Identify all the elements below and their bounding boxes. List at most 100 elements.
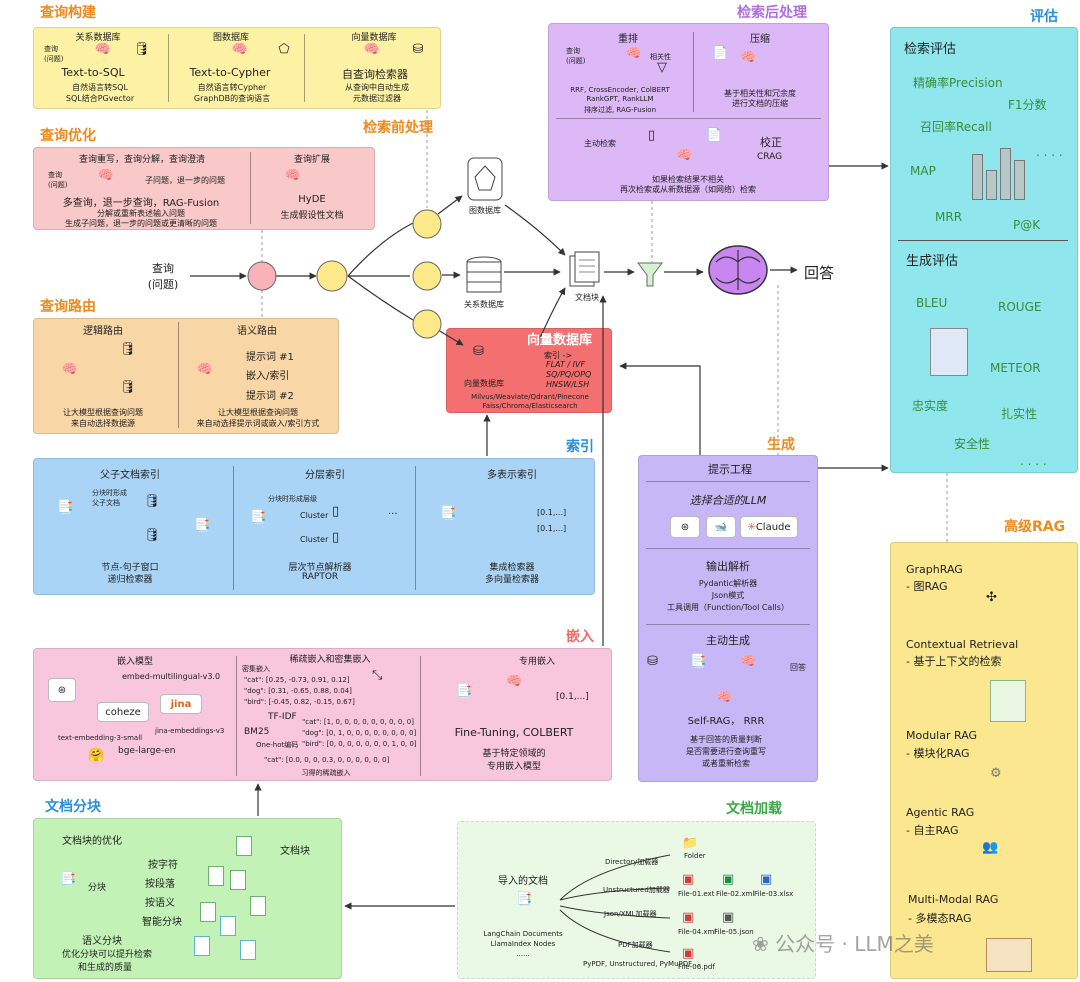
gen-prompt: 提示工程 bbox=[708, 463, 752, 476]
brain-icon: 🧠 bbox=[506, 674, 523, 689]
idx-dots: ... bbox=[388, 506, 398, 517]
document-icon: 📑 bbox=[57, 500, 74, 515]
brain-icon: 🧠 bbox=[196, 362, 214, 377]
database-icon: 🛢 bbox=[144, 494, 161, 509]
folder-icon: 📁 bbox=[682, 836, 699, 851]
brain-icon: 🧠 bbox=[740, 654, 757, 669]
gears-icon: ⚙ bbox=[990, 766, 1002, 781]
wechat-icon: ❀ bbox=[752, 932, 769, 956]
vdb-idx: 索引 -> bbox=[544, 351, 573, 360]
watermark-label: 公众号 · LLM之美 bbox=[775, 932, 934, 956]
vdb-label: 向量数据库 bbox=[464, 379, 504, 388]
brain-icon: 🧠 bbox=[61, 362, 79, 377]
post-hdiv bbox=[556, 118, 821, 119]
ld-f4: File-04.xml bbox=[678, 928, 717, 936]
emb-tfidf: TF-IDF bbox=[268, 712, 297, 722]
vdb-cylinder-icon: ⛁ bbox=[473, 344, 484, 359]
gen-llm: 选择合适的LLM bbox=[689, 494, 767, 507]
qo-sub: 子问题，退一步的问题 bbox=[145, 176, 225, 185]
deepseek-icon: 🐋 bbox=[706, 516, 736, 538]
gen-hdiv1 bbox=[646, 548, 810, 549]
document-icon: ▯ bbox=[648, 128, 656, 143]
idx-v2: [0.1,...] bbox=[537, 524, 567, 533]
adv-g2: - 图RAG bbox=[906, 580, 948, 593]
adv-mm1: Multi-Modal RAG bbox=[908, 893, 999, 906]
post-r3: 排序过滤, RAG-Fusion bbox=[583, 106, 657, 114]
post-active: 主动检索 bbox=[584, 139, 616, 148]
ld-f2: File-02.xml bbox=[716, 890, 755, 898]
watermark: ❀ 公众号 · LLM之美 bbox=[752, 928, 934, 957]
emb-ft-d1: 基于特定领域的 bbox=[482, 749, 546, 759]
qb-col1-d2: SQL结合PGvector bbox=[65, 94, 135, 103]
idx-multi-d2: 多向量检索器 bbox=[484, 575, 540, 585]
idx-hier-d2: RAPTOR bbox=[301, 572, 339, 582]
gen-hdiv0 bbox=[646, 481, 810, 482]
qo-in: 查询 (问题) bbox=[48, 171, 68, 189]
ch-blocks: 文档块 bbox=[280, 846, 310, 857]
idx-v1: [0.1,...] bbox=[537, 508, 567, 517]
heading-query-build: 查询构建 bbox=[40, 5, 96, 21]
graph-icon: ✣ bbox=[986, 590, 997, 605]
adv-c2: - 基于上下文的检索 bbox=[906, 655, 1002, 668]
qo-div bbox=[250, 152, 251, 224]
document-icon: ▯ bbox=[332, 530, 340, 545]
eval-panel bbox=[890, 27, 1078, 473]
vector-plot-icon: ⤡ bbox=[372, 668, 383, 683]
qo-right-title: 查询扩展 bbox=[293, 155, 331, 165]
openai-icon: ⊛ bbox=[48, 678, 76, 702]
index-panel bbox=[33, 458, 595, 595]
qb-col1-title: 关系数据库 bbox=[75, 33, 121, 43]
ld-f3: File-03.xlsx bbox=[754, 890, 794, 898]
emb-oh-bird: "bird": [0, 0, 0, 0, 0, 0, 0, 1, 0, 0] bbox=[302, 740, 417, 748]
adv-c1: Contextual Retrieval bbox=[906, 638, 1019, 651]
heading-adv: 高级RAG bbox=[1004, 519, 1066, 535]
center-graph-db: 图数据库 bbox=[469, 206, 501, 215]
post-rerank: 重排 bbox=[618, 34, 638, 45]
idx-pc-small: 分块时形成 父子文档 bbox=[92, 489, 127, 507]
emb-learned: "cat": [0.0, 0, 0, 0.3, 0, 0, 0, 0, 0, 0… bbox=[264, 756, 390, 764]
qb-col3-title: 向量数据库 bbox=[351, 33, 397, 43]
document-icon: 📄 bbox=[706, 128, 723, 143]
eval-recall: 召回率Recall bbox=[920, 120, 992, 134]
center-answer: 回答 bbox=[804, 264, 835, 282]
post-compress: 压缩 bbox=[750, 34, 770, 45]
documents-icon bbox=[990, 680, 1026, 722]
chunk-blocks-icon bbox=[194, 836, 272, 962]
eval-faith: 忠实度 bbox=[912, 399, 949, 413]
eval-dots1: . . . . bbox=[1036, 145, 1063, 159]
adv-a1: Agentic RAG bbox=[906, 806, 975, 819]
idx-multi-d1: 集成检索器 bbox=[489, 563, 535, 573]
qr-sem-d1: 让大模型根据查询问题 bbox=[218, 408, 298, 417]
emb-div1 bbox=[236, 656, 237, 776]
file-icon: ▣ bbox=[682, 872, 695, 887]
eval-precision: 精确率Precision bbox=[913, 76, 1003, 90]
emb-ft-d2: 专用嵌入模型 bbox=[486, 762, 542, 772]
brain-icon: 🧠 bbox=[363, 42, 381, 57]
qo-d2: 生成子问题，退一步的问题或更清晰的问题 bbox=[65, 219, 217, 228]
brain-icon: 🧠 bbox=[625, 46, 643, 61]
qo-hyde: HyDE bbox=[298, 194, 326, 205]
ld-pdf-libs: PyPDF, Unstructured, PyMuPDF ... bbox=[583, 960, 702, 968]
document-icon: 📑 bbox=[516, 892, 533, 907]
ch-by-sem: 按语义 bbox=[145, 898, 175, 909]
document-icon: ▯ bbox=[332, 504, 340, 519]
ld-pdf: PDF加载器 bbox=[618, 941, 653, 949]
gen-p2: Json模式 bbox=[711, 591, 745, 600]
idx-div2 bbox=[415, 466, 416, 590]
idx-pc: 父子文档索引 bbox=[100, 470, 160, 481]
brain-icon: 🧠 bbox=[231, 42, 249, 57]
cylinder-icon: ⛁ bbox=[647, 654, 658, 669]
cylinder-icon: ⛁ bbox=[412, 42, 424, 57]
qb-col1-in: 查询 (问题) bbox=[44, 45, 64, 63]
vdb-vendors1: Milvus/Weaviate/Qdrant/Pinecone bbox=[471, 393, 589, 401]
json-file-icon: ▣ bbox=[722, 910, 735, 925]
qb-col2-d2: GraphDB的查询语言 bbox=[193, 94, 271, 103]
brain-icon: 🧠 bbox=[284, 168, 302, 183]
ch-split: 分块 bbox=[88, 883, 107, 893]
qo-main: 多查询，退一步查询，RAG-Fusion bbox=[62, 198, 220, 209]
cohere-logo: coheze bbox=[97, 702, 149, 722]
qb-col2-name: Text-to-Cypher bbox=[189, 66, 271, 79]
brain-icon: 🧠 bbox=[716, 690, 733, 705]
funnel-icon: ▽ bbox=[657, 60, 667, 75]
